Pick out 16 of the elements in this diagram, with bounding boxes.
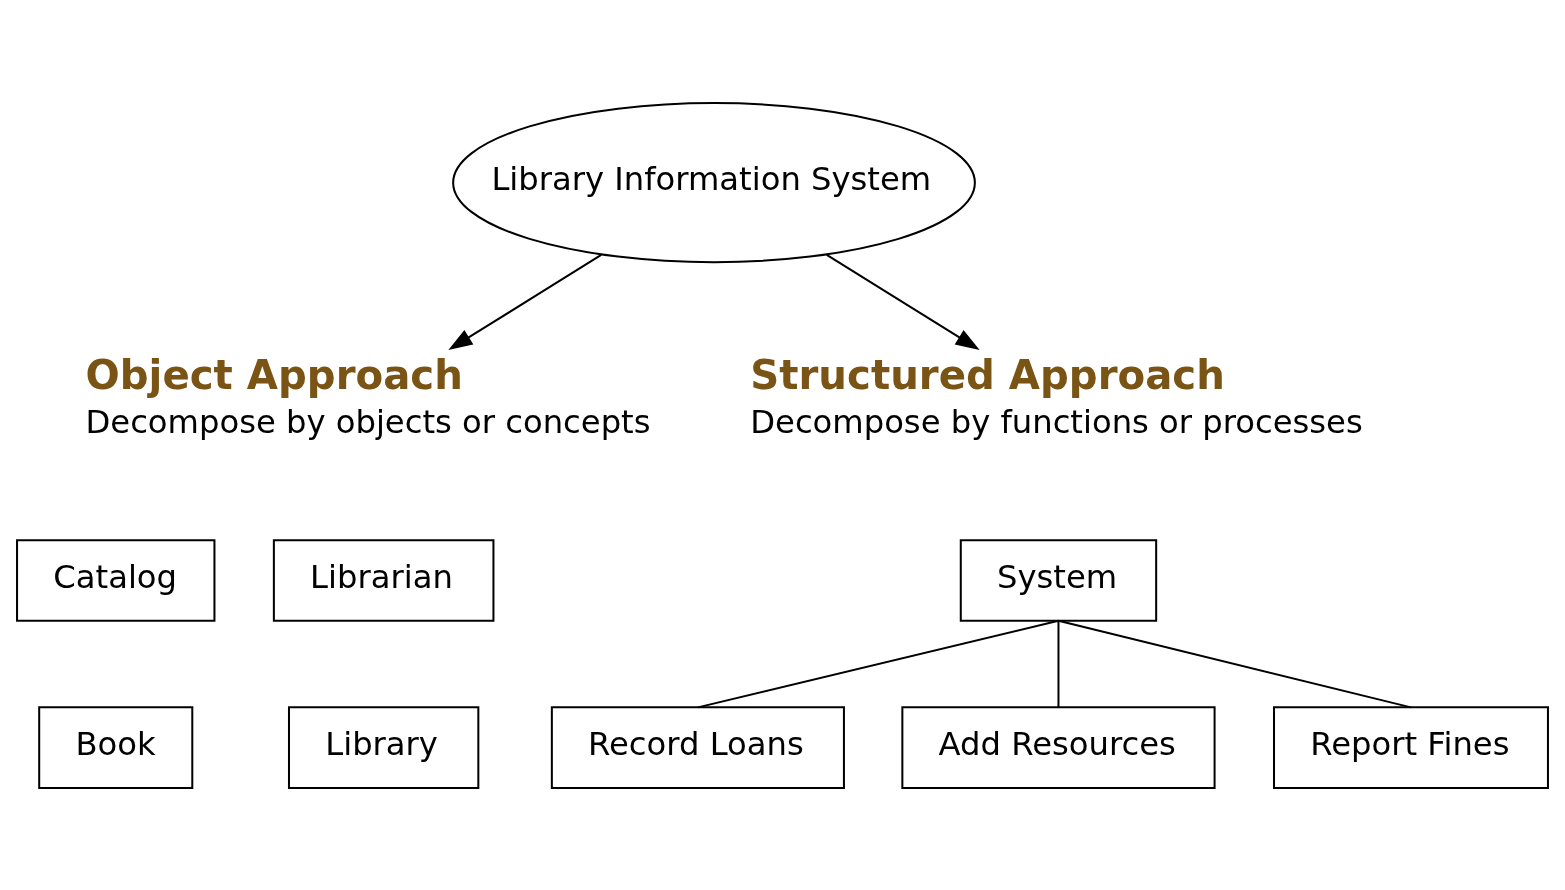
node-box: Catalog (16, 538, 216, 622)
arrow (826, 253, 980, 350)
node-text: Structured Approach Decompose by functions or processes (750, 351, 1363, 441)
connector (1058, 619, 1412, 708)
connector (1057, 620, 1060, 707)
connector (697, 619, 1059, 708)
node-box: Librarian (272, 538, 495, 622)
node-box: Add Resources (901, 705, 1216, 789)
node-box: System (959, 538, 1158, 622)
node-box: Record Loans (550, 705, 845, 789)
node-box: Library (287, 705, 480, 789)
node-box: Report Fines (1273, 705, 1549, 789)
node-ellipse: Library Information System (452, 101, 976, 263)
node-box: Book (38, 705, 194, 789)
node-text: Object Approach Decompose by objects or concepts (85, 351, 651, 441)
arrow (448, 253, 602, 350)
